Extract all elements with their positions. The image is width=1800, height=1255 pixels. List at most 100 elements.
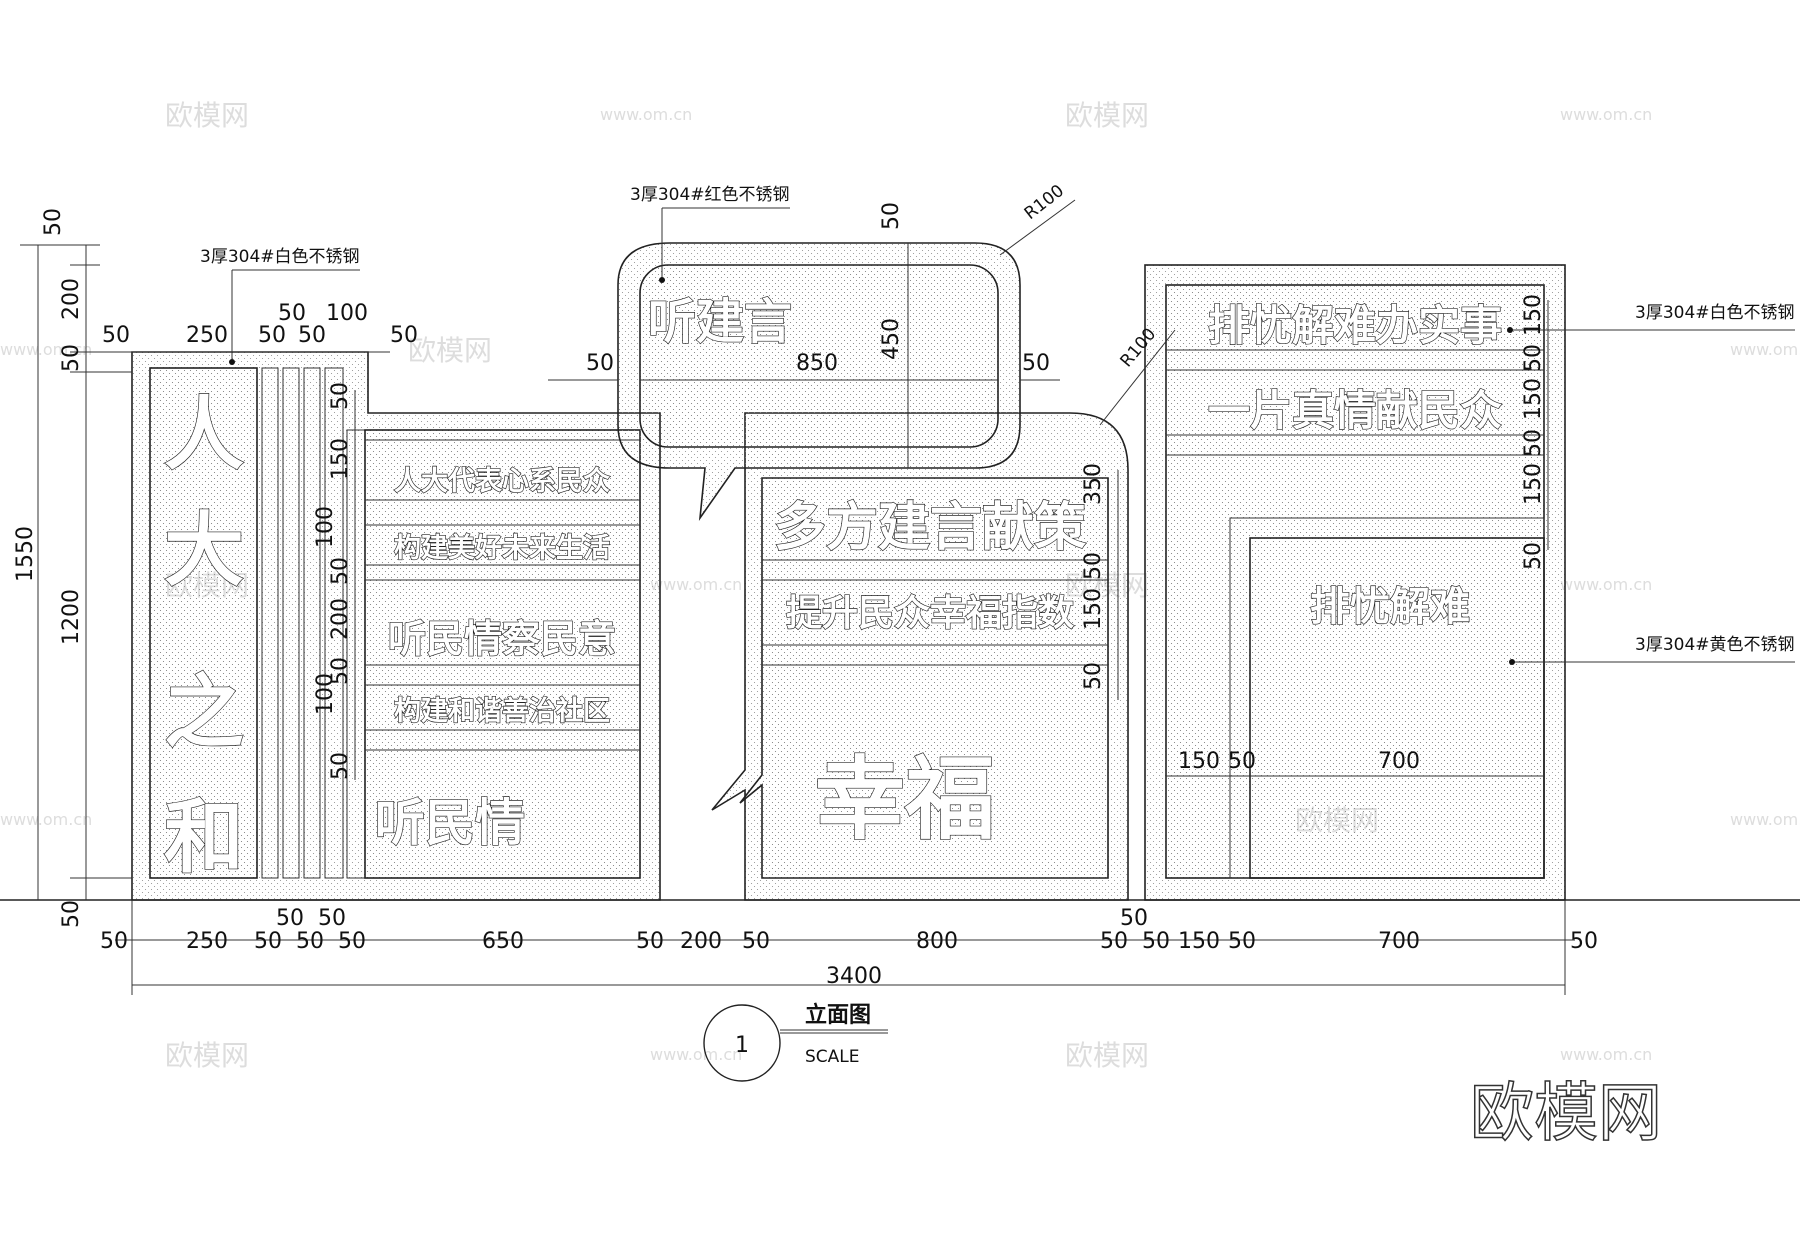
left-strip-board — [364, 429, 641, 879]
material-label: 3厚304#黄色不锈钢 — [1635, 635, 1795, 655]
svg-text:50: 50 — [328, 382, 353, 410]
dimension-lines: 50 200 50 1550 1200 50 50 250 50 50 50 1… — [13, 202, 1598, 995]
svg-text:150: 150 — [1521, 463, 1546, 505]
svg-text:700: 700 — [1378, 929, 1420, 954]
material-label: 3厚304#白色不锈钢 — [200, 247, 360, 267]
svg-text:50: 50 — [1100, 929, 1128, 954]
svg-text:50: 50 — [296, 929, 324, 954]
svg-text:50: 50 — [258, 323, 286, 348]
svg-text:100: 100 — [326, 301, 368, 326]
watermark-site: www.om.cn — [650, 1045, 742, 1064]
svg-text:50: 50 — [390, 323, 418, 348]
svg-text:50: 50 — [586, 351, 614, 376]
svg-text:50: 50 — [636, 929, 664, 954]
middle-inner-board — [739, 477, 1109, 879]
vertical-bar — [282, 367, 300, 879]
svg-text:50: 50 — [100, 929, 128, 954]
svg-text:50: 50 — [1521, 542, 1546, 570]
svg-text:50: 50 — [742, 929, 770, 954]
title-block: 1 立面图 SCALE — [703, 1002, 888, 1082]
strip-text: 排忧解难 — [1310, 584, 1470, 630]
svg-text:50: 50 — [1022, 351, 1050, 376]
svg-text:50: 50 — [1081, 552, 1106, 580]
radius-label: R100 — [1021, 181, 1068, 224]
svg-text:650: 650 — [482, 929, 524, 954]
svg-text:700: 700 — [1378, 749, 1420, 774]
svg-text:150: 150 — [1178, 749, 1220, 774]
svg-text:50: 50 — [879, 202, 904, 230]
svg-text:150: 150 — [1178, 929, 1220, 954]
watermarks: 欧模网 www.om.cn 欧模网 www.om.cn 欧模网 www.om.c… — [0, 99, 1800, 1072]
svg-text:1200: 1200 — [59, 589, 84, 645]
svg-text:50: 50 — [1521, 429, 1546, 457]
vertical-bar — [261, 367, 279, 879]
watermark-logo: 欧模网 — [165, 99, 249, 132]
svg-text:200: 200 — [328, 598, 353, 640]
watermark-site: www.om.cn — [0, 340, 92, 359]
svg-text:250: 250 — [186, 323, 228, 348]
svg-text:450: 450 — [879, 318, 904, 360]
right-module: 排忧解难办实事 一片真情献民众 排忧解难 — [1144, 264, 1566, 901]
view-title: 立面图 — [805, 1002, 871, 1028]
watermark-site: www.om.cn — [0, 810, 92, 829]
vertical-char: 和 — [164, 791, 244, 884]
watermark-site: www.om.cn — [650, 575, 742, 594]
strip-text: 提升民众幸福指数 — [786, 593, 1074, 634]
strip-text: 排忧解难办实事 — [1208, 301, 1502, 350]
bubble-title: 听建言 — [648, 294, 792, 350]
vertical-sign-board — [149, 367, 258, 879]
svg-text:150: 150 — [1521, 378, 1546, 420]
yellow-board — [1249, 537, 1545, 879]
vertical-char: 人 — [164, 388, 244, 481]
svg-text:800: 800 — [916, 929, 958, 954]
svg-text:50: 50 — [328, 752, 353, 780]
material-label: 3厚304#红色不锈钢 — [630, 185, 790, 205]
vertical-char: 大 — [164, 504, 244, 597]
svg-text:50: 50 — [254, 929, 282, 954]
svg-text:50: 50 — [102, 323, 130, 348]
strip-text: 幸福 — [815, 747, 995, 852]
strip-text: 听民情察民意 — [388, 617, 616, 661]
strip-text: 构建和谐善治社区 — [394, 695, 610, 727]
material-label: 3厚304#白色不锈钢 — [1635, 303, 1795, 323]
svg-text:50: 50 — [1120, 906, 1148, 931]
svg-text:50: 50 — [41, 208, 66, 236]
svg-text:50: 50 — [328, 557, 353, 585]
middle-module: 多方建言献策 提升民众幸福指数 幸福 — [711, 412, 1129, 901]
svg-text:50: 50 — [276, 906, 304, 931]
svg-text:150: 150 — [328, 438, 353, 480]
vertical-bar — [324, 367, 344, 879]
view-number: 1 — [735, 1033, 749, 1058]
watermark-site: www.om.cn — [600, 105, 692, 124]
svg-text:50: 50 — [338, 929, 366, 954]
svg-text:50: 50 — [278, 301, 306, 326]
watermark-site: www.om.cn — [1560, 575, 1652, 594]
svg-text:50: 50 — [1521, 344, 1546, 372]
watermark-site: www.om.cn — [1560, 105, 1652, 124]
svg-text:150: 150 — [1521, 294, 1546, 336]
svg-text:50: 50 — [1228, 929, 1256, 954]
svg-text:200: 200 — [59, 278, 84, 320]
svg-text:200: 200 — [680, 929, 722, 954]
strip-text: 人大代表心系民众 — [394, 466, 610, 497]
svg-text:100: 100 — [313, 506, 338, 548]
left-module: 人 大 之 和 人大代表心系民众 构建美好未来生活 听民情察民意 构建和谐善治社… — [131, 351, 661, 901]
watermark-site: www.om.cn — [1730, 810, 1800, 829]
svg-text:100: 100 — [313, 673, 338, 715]
strip-text: 听民情 — [375, 794, 525, 852]
strip-text: 构建美好未来生活 — [394, 532, 610, 564]
svg-text:50: 50 — [59, 344, 84, 372]
watermark-logo: 欧模网 — [408, 334, 492, 367]
view-number-circle — [703, 1004, 781, 1082]
svg-text:50: 50 — [328, 657, 353, 685]
svg-text:50: 50 — [298, 323, 326, 348]
svg-text:1550: 1550 — [13, 526, 38, 582]
svg-text:850: 850 — [796, 351, 838, 376]
svg-text:350: 350 — [1081, 463, 1106, 505]
vertical-char: 之 — [164, 666, 244, 759]
svg-text:150: 150 — [1081, 588, 1106, 630]
brand-logo: 欧模网 — [1470, 1077, 1662, 1151]
watermark-site: www.om.cn — [1560, 1045, 1652, 1064]
watermark-site: www.om.cn — [1730, 340, 1800, 359]
